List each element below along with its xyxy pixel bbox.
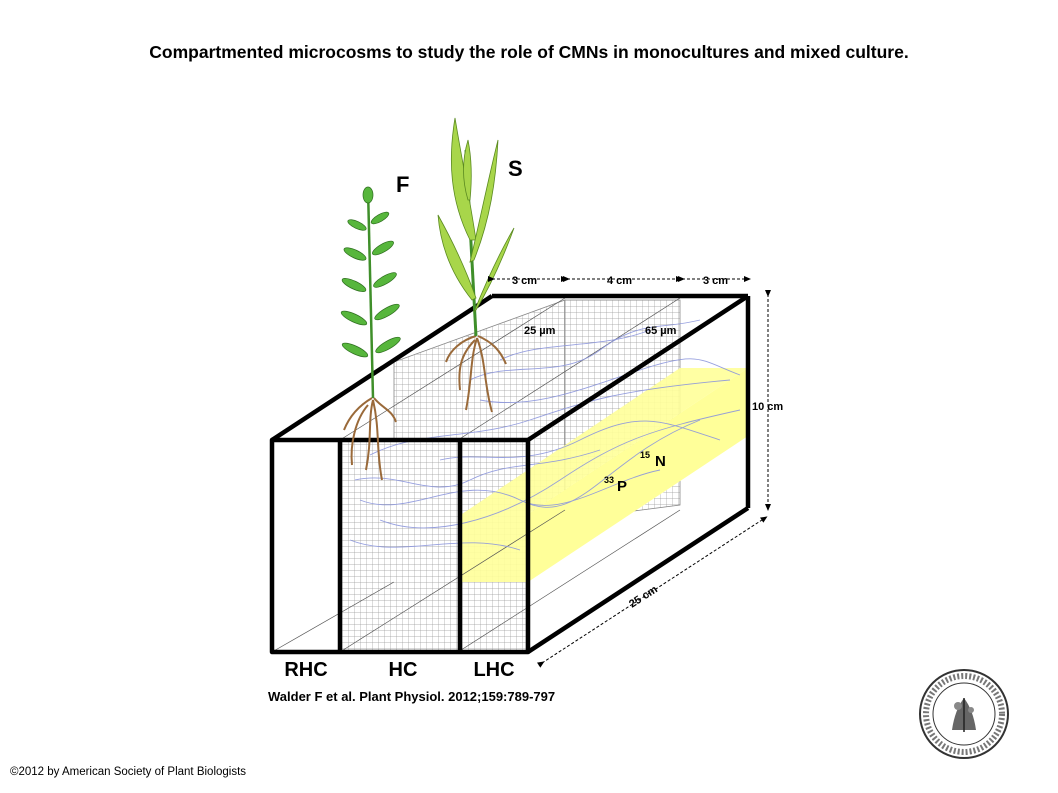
plant-f-icon [340,186,401,399]
dim-top-mid: 4 cm [607,275,632,287]
isotope-p-symbol: P [617,478,627,495]
dimension-arrows [488,276,771,668]
isotope-n-mass: 15 [640,450,650,460]
dim-height: 10 cm [752,401,783,413]
root-system-f [343,397,397,481]
isotope-n-symbol: N [655,453,666,470]
mesh-coarse-label: 65 µm [645,325,677,337]
dim-top-right: 3 cm [703,275,728,287]
slide-title: Compartmented microcosms to study the ro… [149,42,909,62]
dim-top-left: 3 cm [512,275,537,287]
plant-s-label: S [508,156,523,181]
dim-length: 25 cm [627,583,660,610]
hc-mesh-face [339,439,459,653]
isotope-p-mass: 33 [604,475,614,485]
hyphae-network [349,319,741,551]
compartment-rhc-label: RHC [284,659,327,681]
isotope-p-label: 33 P [604,475,627,495]
labelled-zone-top [462,368,748,514]
plant-f-label: F [396,172,409,197]
root-system-s [445,335,507,413]
compartment-hc-label: HC [389,659,418,681]
copyright: ©2012 by American Society of Plant Biolo… [10,766,247,778]
plant-s-icon [437,117,515,337]
labelled-zone-front [462,514,528,582]
compartment-lhc-label: LHC [473,659,514,681]
society-seal-logo [919,669,1009,759]
mesh-fine-label: 25 µm [524,325,556,337]
isotope-n-label: 15 N [640,450,666,470]
citation: Walder F et al. Plant Physiol. 2012;159:… [268,689,556,704]
